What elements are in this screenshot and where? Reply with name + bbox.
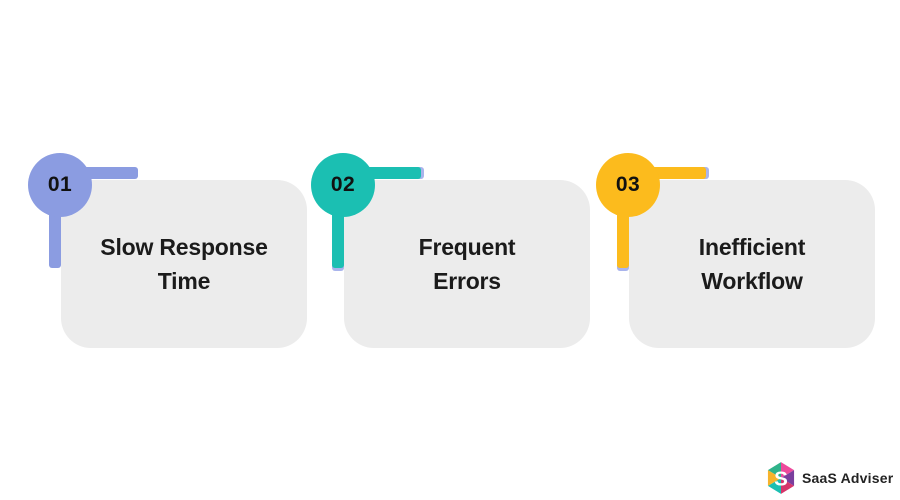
step-number: 02 <box>330 173 356 196</box>
logo-s-glyph: S <box>774 467 788 490</box>
step-number: 03 <box>615 173 641 196</box>
step-title-line1: Slow Response <box>100 234 268 260</box>
brand-name: SaaS Adviser <box>802 470 894 486</box>
step-title-line2: Errors <box>433 268 501 294</box>
step-card: Inefficient Workflow <box>629 180 875 348</box>
step-card: Slow Response Time <box>61 180 307 348</box>
step-number: 01 <box>47 173 73 196</box>
brand-logo: S SaaS Adviser <box>767 461 893 495</box>
step-number-badge: 02 <box>311 153 375 217</box>
saas-adviser-logo-icon: S <box>767 462 795 494</box>
step-number-badge: 03 <box>596 153 660 217</box>
step-card: Frequent Errors <box>344 180 590 348</box>
step-item-2: Frequent Errors 02 <box>311 150 590 360</box>
step-title: Slow Response Time <box>100 230 268 298</box>
step-title-line2: Workflow <box>701 268 803 294</box>
step-title-line1: Inefficient <box>698 234 806 260</box>
step-title-line2: Time <box>157 268 211 294</box>
step-title: Frequent Errors <box>419 230 516 298</box>
step-item-3: Inefficient Workflow 03 <box>596 150 875 360</box>
step-number-badge: 01 <box>28 153 92 217</box>
step-item-1: Slow Response Time 01 <box>28 150 307 360</box>
step-title: Inefficient Workflow <box>698 230 806 298</box>
step-title-line1: Frequent <box>418 234 516 260</box>
